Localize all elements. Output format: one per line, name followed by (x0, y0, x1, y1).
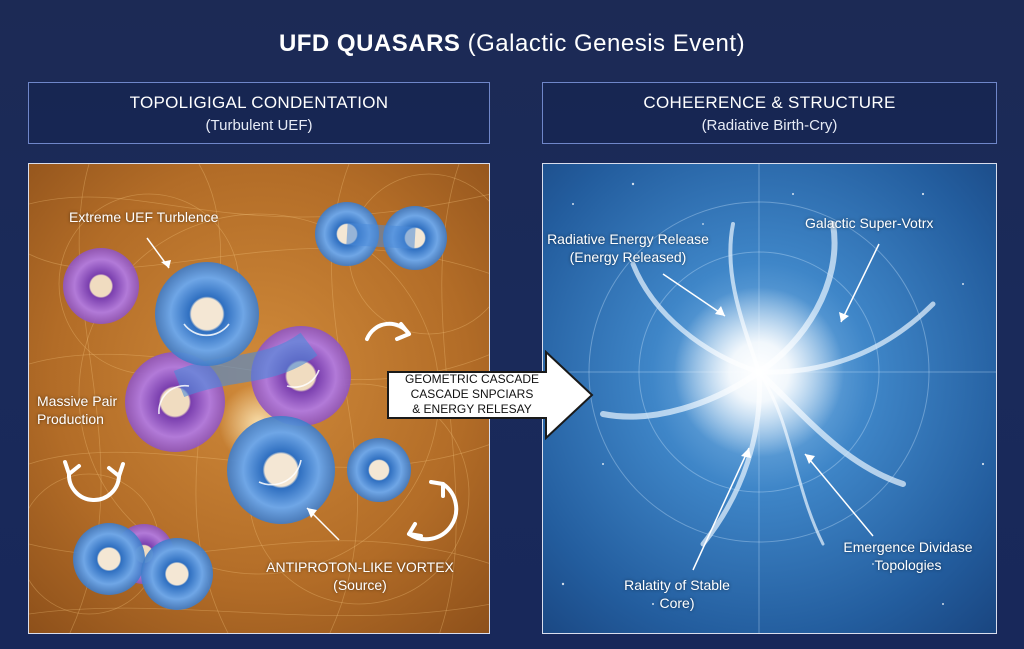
stable-core-line2: Core) (659, 595, 695, 611)
cascade-line1: GEOMETRIC CASCADE (404, 372, 539, 386)
stable-core-label: Ralatity of Stable Core) (607, 576, 747, 612)
purple-vortex (63, 248, 139, 324)
right-header-subtitle: (Radiative Birth-Cry) (701, 117, 838, 134)
coherence-structure-panel: Radiative Energy Release (Energy Release… (542, 163, 997, 634)
pair-production-label: Massive Pair Production (37, 392, 117, 428)
turbulent-field-illustration (29, 164, 489, 633)
blue-vortex (155, 262, 259, 366)
left-header-subtitle: (Turbulent UEF) (205, 117, 313, 134)
galactic-core (674, 287, 844, 457)
turbulent-uef-panel: Extreme UEF Turblence Massive Pair Produ… (28, 163, 490, 634)
emergence-label: Emergence Dividase Topologies (833, 538, 983, 574)
energy-release-label: Radiative Energy Release (Energy Release… (543, 230, 713, 266)
antiproton-vortex-line1: ANTIPROTON-LIKE VORTEX (266, 559, 454, 575)
emergence-line2: Topologies (874, 557, 942, 573)
left-header-title: TOPOLIGIGAL CONDENTATION (129, 93, 389, 112)
galactic-vortex-illustration (543, 164, 996, 633)
cascade-arrow (387, 350, 594, 440)
right-header-title: COHEERENCE & STRUCTURE (643, 93, 896, 112)
blue-vortex (227, 416, 335, 524)
blue-vortex (141, 538, 213, 610)
turbulence-label: Extreme UEF Turblence (69, 209, 219, 225)
super-vortex-label: Galactic Super-Votrx (805, 215, 934, 231)
blue-vortex (347, 438, 411, 502)
title-main: UFD QUASARS (278, 30, 461, 57)
antiproton-vortex-line2: (Source) (333, 577, 387, 593)
right-section-header: COHEERENCE & STRUCTURE (Radiative Birth-… (542, 82, 997, 144)
title-sub: (Galactic Genesis Event) (467, 30, 746, 57)
left-section-header: TOPOLIGIGAL CONDENTATION (Turbulent UEF) (28, 82, 490, 144)
pair-production-line1: Massive Pair (37, 393, 118, 409)
blue-vortex (73, 523, 145, 595)
cascade-arrow-label: GEOMETRIC CASCADE CASCADE SNPCIARS & ENE… (392, 372, 552, 417)
emergence-line1: Emergence Dividase (843, 539, 973, 555)
antiproton-vortex-label: ANTIPROTON-LIKE VORTEX (Source) (255, 558, 465, 594)
rotation-arrows (63, 321, 459, 542)
stable-core-line1: Ralatity of Stable (624, 577, 730, 593)
energy-release-line2: (Energy Released) (569, 249, 687, 265)
cascade-line3: & ENERGY RELESAY (412, 402, 532, 416)
pair-production-line2: Production (37, 411, 104, 427)
cascade-line2: CASCADE SNPCIARS (410, 387, 534, 401)
energy-release-line1: Radiative Energy Release (547, 231, 709, 247)
page-title: UFD QUASARS (Galactic Genesis Event) (0, 30, 1024, 58)
